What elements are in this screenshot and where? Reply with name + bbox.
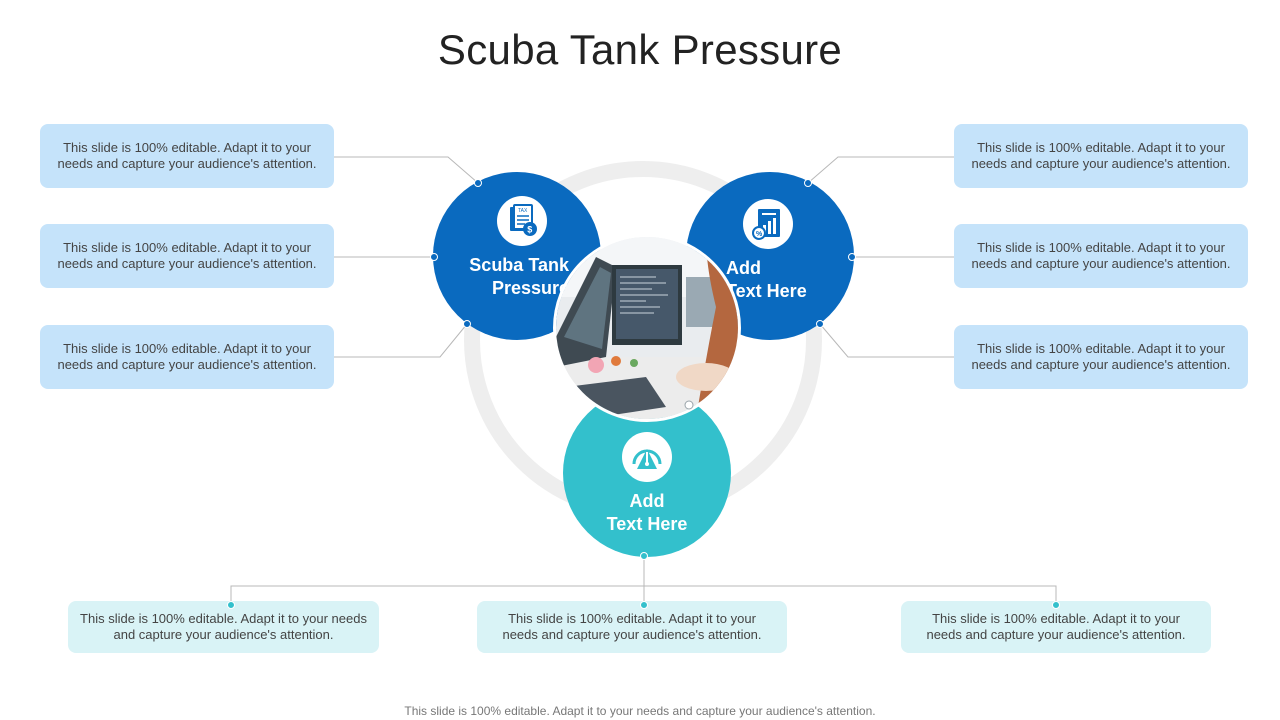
connector-left-1 bbox=[334, 156, 479, 184]
right-text-box-1: This slide is 100% editable. Adapt it to… bbox=[954, 124, 1248, 188]
bottom-text-box-3: This slide is 100% editable. Adapt it to… bbox=[901, 601, 1211, 653]
bottom-text-box-1: This slide is 100% editable. Adapt it to… bbox=[68, 601, 379, 653]
circle-left-label-line2: Pressure bbox=[491, 278, 569, 298]
connector-left-3 bbox=[334, 323, 468, 358]
left-text-box-3: This slide is 100% editable. Adapt it to… bbox=[40, 325, 334, 389]
office-workspace-photo bbox=[553, 234, 741, 422]
svg-text:%: % bbox=[756, 231, 763, 238]
page-title: Scuba Tank Pressure bbox=[437, 26, 843, 73]
right-text-box-3: This slide is 100% editable. Adapt it to… bbox=[954, 325, 1248, 389]
circle-scuba-tank-pressure: TAX $ Scuba Tank Pressure bbox=[433, 172, 601, 340]
circle-bottom-label-line2: Text Here bbox=[606, 514, 688, 534]
right-text-box-2: This slide is 100% editable. Adapt it to… bbox=[954, 224, 1248, 288]
circle-right-label-line1: Add bbox=[726, 258, 761, 278]
footer-note: This slide is 100% editable. Adapt it to… bbox=[404, 704, 876, 718]
left-text-box-2: This slide is 100% editable. Adapt it to… bbox=[40, 224, 334, 288]
connector-bottom-bar bbox=[230, 585, 1057, 605]
svg-text:TAX: TAX bbox=[518, 208, 528, 214]
left-text-box-1: This slide is 100% editable. Adapt it to… bbox=[40, 124, 334, 188]
circle-right-label-line2: Text Here bbox=[726, 281, 807, 301]
pressure-gauge-icon bbox=[622, 432, 672, 482]
bottom-text-box-2: This slide is 100% editable. Adapt it to… bbox=[477, 601, 787, 653]
connector-right-1 bbox=[807, 156, 954, 184]
svg-text:$: $ bbox=[527, 225, 532, 235]
circle-bottom-label-line1: Add bbox=[629, 491, 665, 511]
connector-right-3 bbox=[819, 323, 954, 358]
tax-document-icon: TAX $ bbox=[497, 196, 547, 246]
financial-report-icon: % bbox=[743, 199, 793, 249]
circle-left-label-line1: Scuba Tank bbox=[469, 255, 569, 275]
